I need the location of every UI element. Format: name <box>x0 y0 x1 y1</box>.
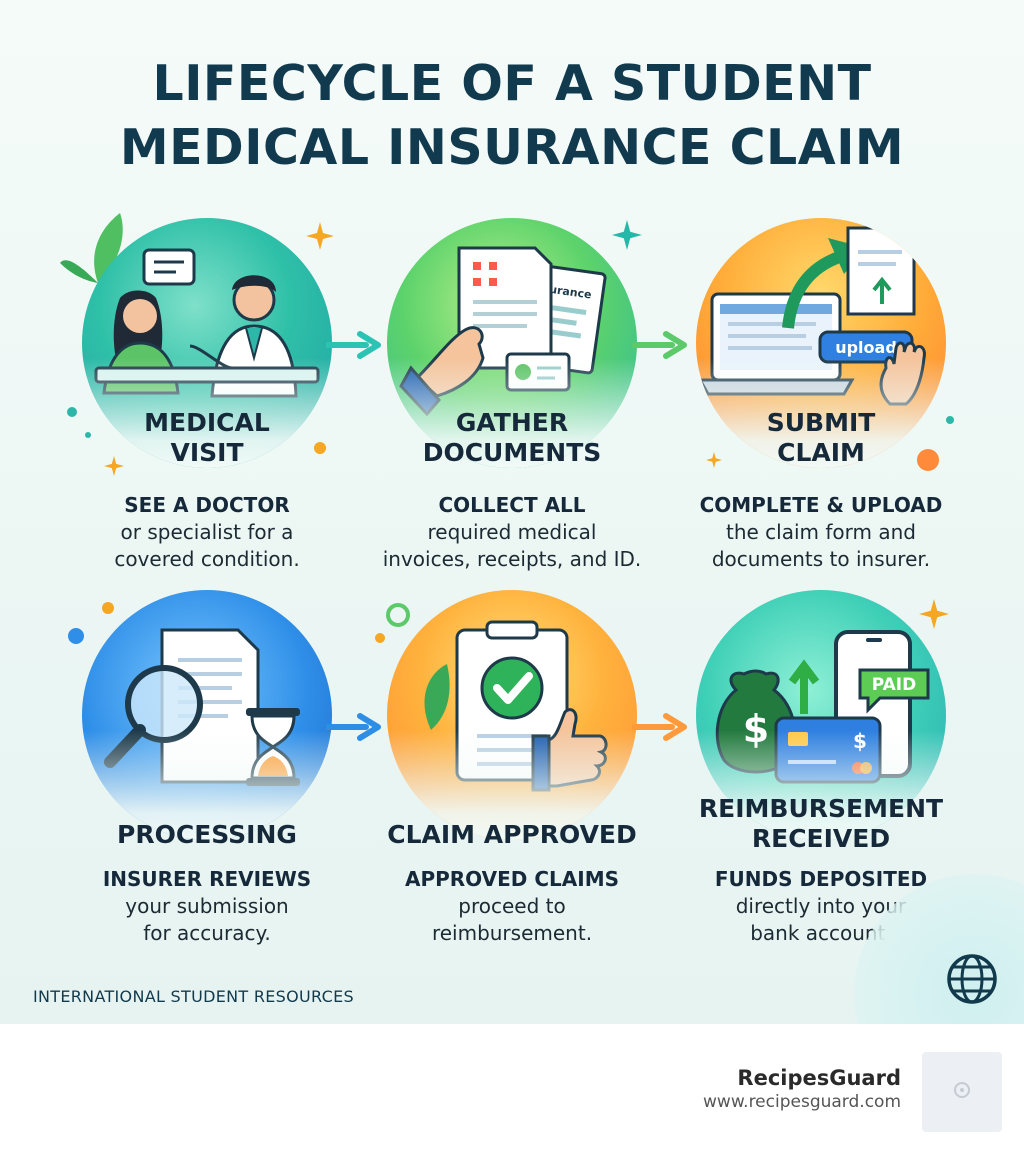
step-title-line-1: REIMBURSEMENT <box>698 794 944 823</box>
circle-fade <box>82 358 332 468</box>
step-title-line-2: CLAIM <box>777 438 865 467</box>
step-circle: PAID $ $ <box>696 590 946 840</box>
step-title-line-2: RECEIVED <box>751 824 891 853</box>
globe-icon <box>947 954 997 1004</box>
title-line-1: LIFECYCLE OF A STUDENT <box>152 55 872 112</box>
sparkle-icon <box>612 220 642 250</box>
footer-label: INTERNATIONAL STUDENT RESOURCES <box>33 987 355 1006</box>
step-title-line-1: SUBMIT <box>766 408 876 437</box>
arrow-right-icon <box>326 331 381 359</box>
step-title: REIMBURSEMENT RECEIVED <box>666 794 976 854</box>
step-circle: upload <box>696 218 946 468</box>
circle-fade <box>696 358 946 468</box>
step-description: APPROVED CLAIMS proceed to reimbursement… <box>357 866 667 947</box>
brand-url[interactable]: www.recipesguard.com <box>703 1092 901 1112</box>
step-title-line-1: CLAIM APPROVED <box>387 820 637 849</box>
step-description-lead: COMPLETE & UPLOAD <box>699 493 943 517</box>
circle-fade <box>387 358 637 468</box>
brand-footer <box>0 1024 1024 1154</box>
step-title: GATHER DOCUMENTS <box>357 408 667 468</box>
sparkle-icon <box>919 599 949 629</box>
upload-button-label: upload <box>835 338 897 357</box>
step-title: CLAIM APPROVED <box>357 820 667 850</box>
brand-name: RecipesGuard <box>737 1066 901 1090</box>
step-description: SEE A DOCTOR or specialist for a covered… <box>52 492 362 573</box>
step-description-body: proceed to reimbursement. <box>431 894 593 945</box>
step-title-line-1: MEDICAL <box>144 408 270 437</box>
brand-logo <box>922 1052 1002 1132</box>
arrow-right-icon <box>632 331 687 359</box>
step-circle <box>387 590 637 840</box>
circle-fade <box>82 730 332 840</box>
step-description-body: required medical invoices, receipts, and… <box>382 520 642 571</box>
step-circle <box>82 218 332 468</box>
step-description: COMPLETE & UPLOAD the claim form and doc… <box>666 492 976 573</box>
sparkle-icon <box>306 222 334 250</box>
step-description-lead: APPROVED CLAIMS <box>404 867 619 891</box>
step-description: INSURER REVIEWS your submission for accu… <box>52 866 362 947</box>
step-description: COLLECT ALL required medical invoices, r… <box>357 492 667 573</box>
title-line-2: MEDICAL INSURANCE CLAIM <box>119 119 905 176</box>
circle-fade <box>387 730 637 840</box>
arrow-right-icon <box>632 713 687 741</box>
step-description-body: or specialist for a covered condition. <box>114 520 300 571</box>
step-description-lead: FUNDS DEPOSITED <box>714 867 928 891</box>
step-description-lead: INSURER REVIEWS <box>102 867 312 891</box>
step-circle: Insurance <box>387 218 637 468</box>
infographic-poster: LIFECYCLE OF A STUDENT MEDICAL INSURANCE… <box>0 0 1024 1024</box>
step-title-line-1: PROCESSING <box>117 820 297 849</box>
step-title: MEDICAL VISIT <box>52 408 362 468</box>
arrow-right-icon <box>326 713 381 741</box>
step-title-line-2: VISIT <box>170 438 244 467</box>
step-title-line-2: DOCUMENTS <box>422 438 602 467</box>
page-title: LIFECYCLE OF A STUDENT MEDICAL INSURANCE… <box>0 52 1024 180</box>
step-description-body: your submission for accuracy. <box>125 894 289 945</box>
step-title: SUBMIT CLAIM <box>666 408 976 468</box>
paid-badge-label: PAID <box>872 675 917 695</box>
step-title: PROCESSING <box>52 820 362 850</box>
step-circle <box>82 590 332 840</box>
circle-fade <box>696 730 946 840</box>
brand-logo-icon <box>954 1082 970 1098</box>
step-title-line-1: GATHER <box>455 408 569 437</box>
step-description-lead: COLLECT ALL <box>438 493 586 517</box>
step-description-body: the claim form and documents to insurer. <box>711 520 931 571</box>
step-description-lead: SEE A DOCTOR <box>124 493 290 517</box>
